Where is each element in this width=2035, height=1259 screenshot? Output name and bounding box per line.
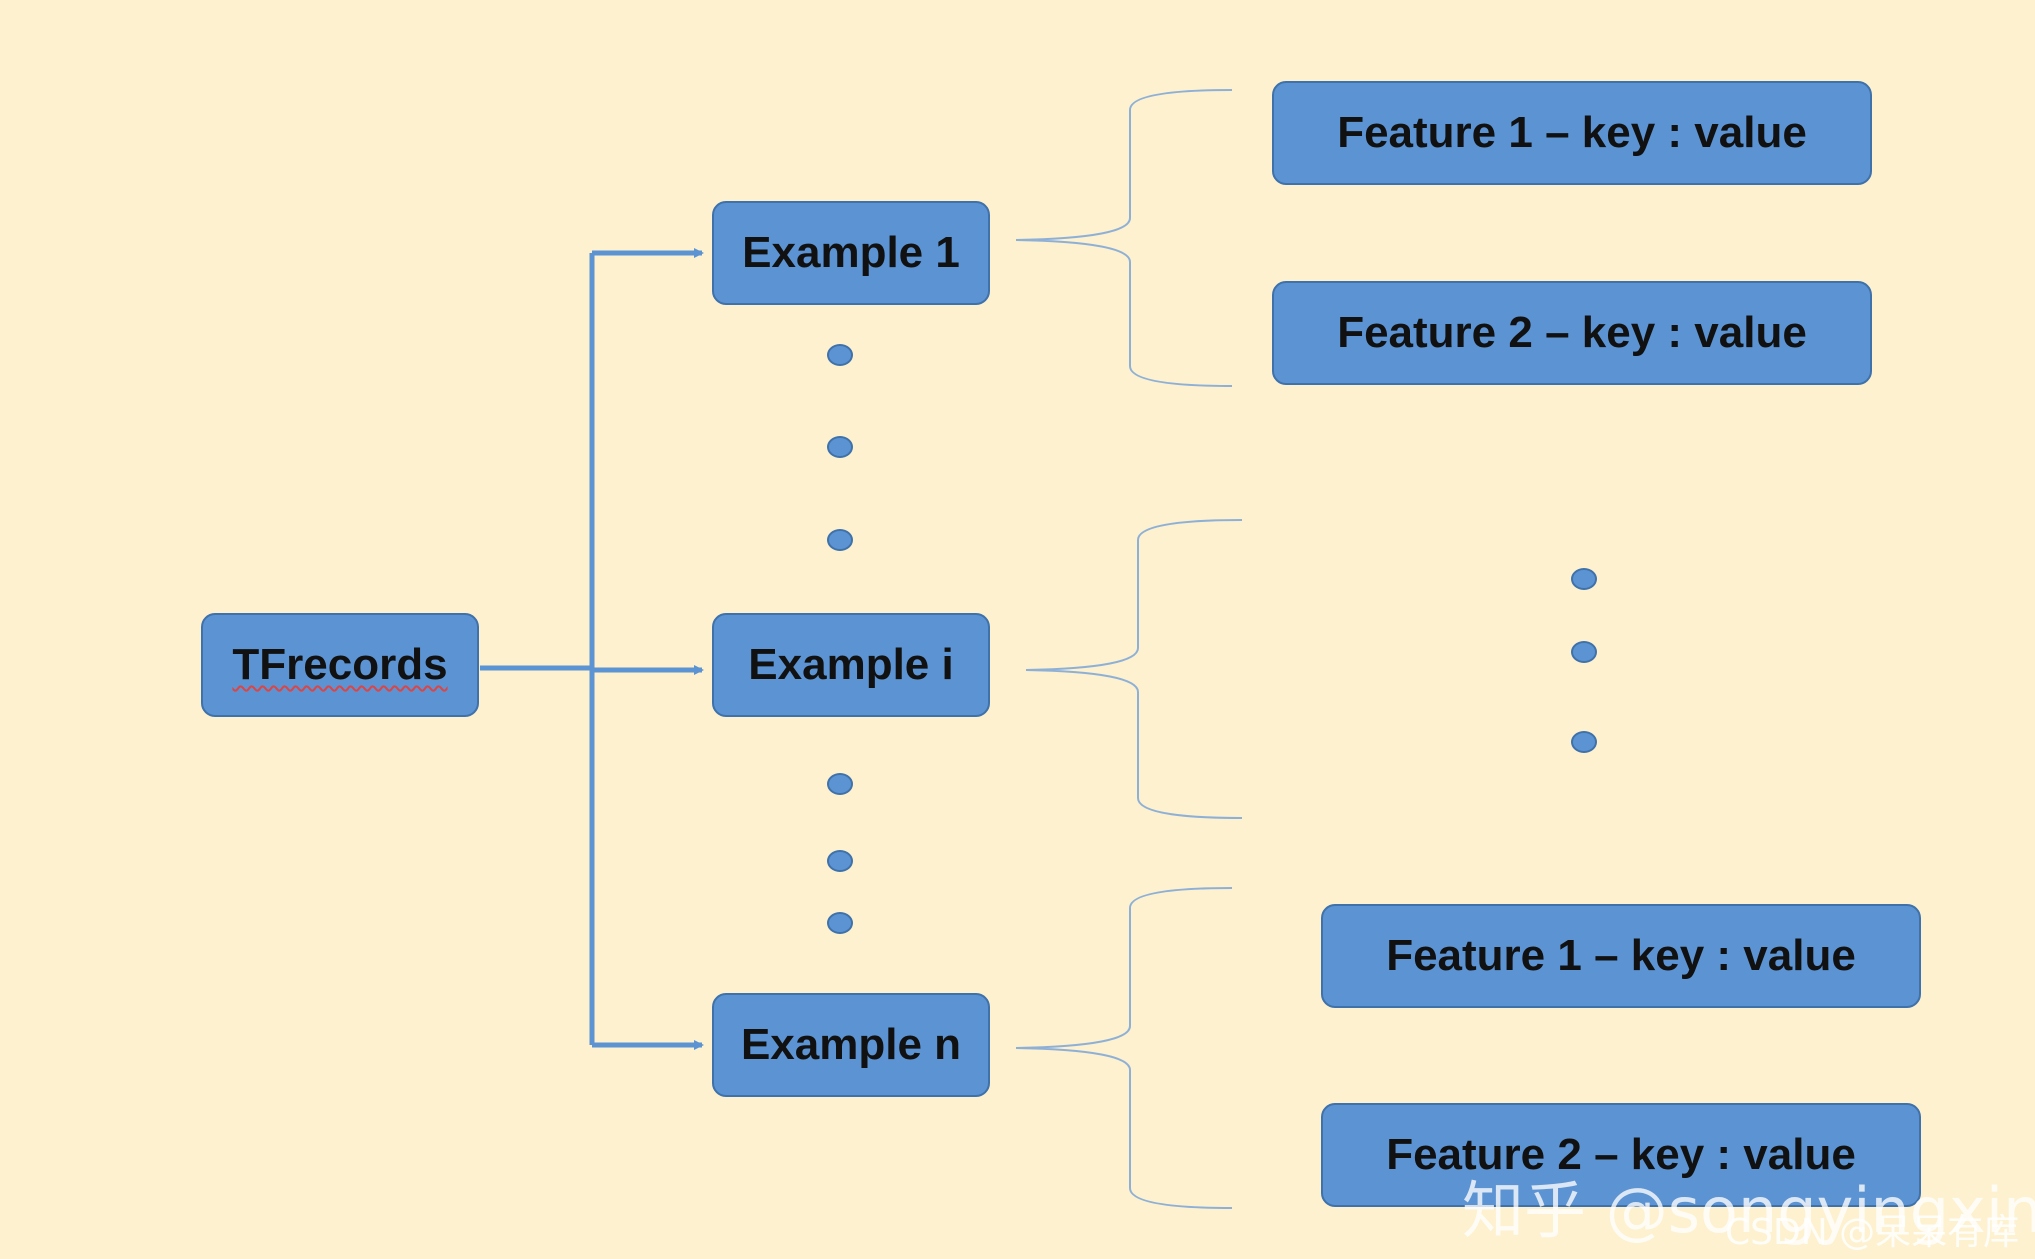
- brace-bottom: [1015, 887, 1233, 1209]
- example-1-node: Example 1: [712, 201, 990, 305]
- ellipsis-dot: [1571, 731, 1597, 753]
- feature-1-bottom-node: Feature 1 – key : value: [1321, 904, 1921, 1008]
- feature-2-top-node: Feature 2 – key : value: [1272, 281, 1872, 385]
- ellipsis-dot: [827, 773, 853, 795]
- zhihu-watermark: 知乎 @songyingxin: [1462, 1174, 2035, 1247]
- ellipsis-dot: [827, 912, 853, 934]
- example-n-label: Example n: [740, 1020, 962, 1069]
- tfrecords-node: TFrecords: [201, 613, 479, 717]
- csdn-watermark: CSDN @呆呆有库: [1725, 1212, 2020, 1253]
- feature-2-bottom-label: Feature 2 – key : value: [1386, 1130, 1856, 1179]
- ellipsis-dot: [827, 436, 853, 458]
- example-i-node: Example i: [712, 613, 990, 717]
- feature-2-top-label: Feature 2 – key : value: [1337, 308, 1807, 357]
- ellipsis-dot: [827, 850, 853, 872]
- feature-1-top-node: Feature 1 – key : value: [1272, 81, 1872, 185]
- ellipsis-dot: [1571, 568, 1597, 590]
- feature-1-bottom-label: Feature 1 – key : value: [1386, 931, 1856, 980]
- brace-middle: [1025, 519, 1243, 819]
- feature-1-top-label: Feature 1 – key : value: [1337, 108, 1807, 157]
- ellipsis-dot: [1571, 641, 1597, 663]
- tree-connectors: [480, 248, 704, 1050]
- example-1-label: Example 1: [742, 228, 960, 277]
- tfrecords-label: TFrecords: [232, 640, 448, 689]
- brace-top: [1015, 89, 1233, 387]
- example-i-label: Example i: [748, 640, 954, 689]
- ellipsis-dot: [827, 344, 853, 366]
- feature-2-bottom-node: Feature 2 – key : value: [1321, 1103, 1921, 1207]
- ellipsis-dot: [827, 529, 853, 551]
- example-n-node: Example n: [712, 993, 990, 1097]
